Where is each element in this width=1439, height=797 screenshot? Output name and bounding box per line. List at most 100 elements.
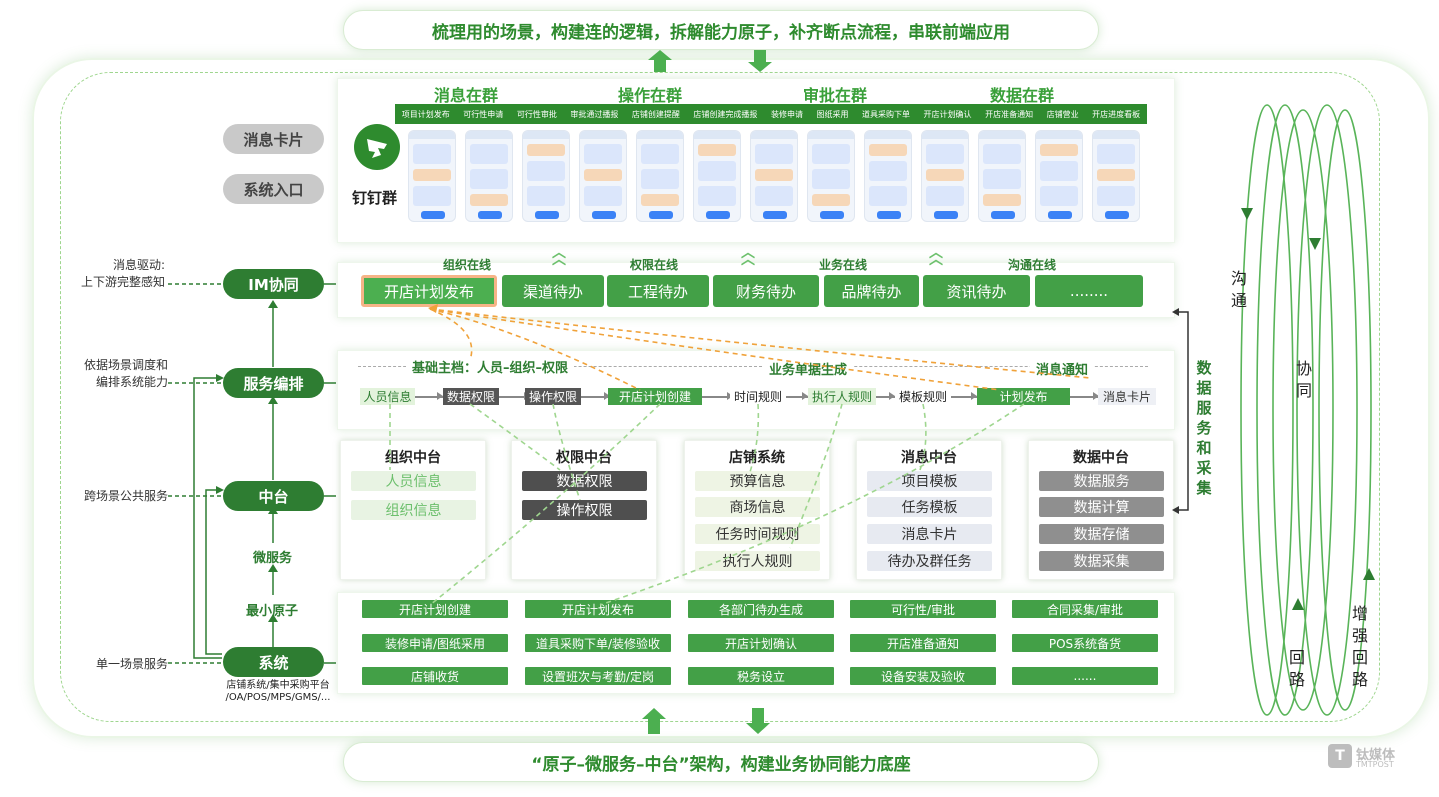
data-service-label: 数据服务和采集 (1196, 359, 1212, 497)
group-title-approve: 审批在群 (803, 86, 868, 105)
platform-title: 组织中台 (385, 450, 441, 466)
im-btn-brand[interactable]: 品牌待办 (824, 275, 919, 307)
im-label-biz: 业务在线 (819, 258, 868, 272)
platform-card-data: 数据中台 数据服务 数据计算 数据存储 数据采集 (1028, 440, 1174, 580)
microservice-label: 微服务 (253, 551, 293, 566)
atom-item: 设置班次与考勤/定岗 (525, 667, 671, 685)
dingtalk-name: 钉钉群 (352, 189, 398, 207)
atom-item: 税务设立 (688, 667, 834, 685)
flow-node-plan-publish: 计划发布 (977, 388, 1070, 405)
enhance-loop-label: 增强回路 (1351, 604, 1368, 689)
comm-label: 沟通 (1230, 269, 1247, 310)
atom-item: 店铺收货 (362, 667, 508, 685)
scene-item: 项目计划发布 (401, 109, 450, 119)
platform-item: 预算信息 (695, 471, 820, 491)
watermark-sub: TMTPOST (1356, 760, 1394, 769)
im-pill: IM协同 (223, 269, 324, 299)
platform-title: 店铺系统 (729, 450, 785, 466)
platform-item: 数据存储 (1039, 524, 1164, 544)
scene-item: 开店计划确认 (923, 109, 972, 119)
platform-card-msg: 消息中台 项目模板 任务模板 消息卡片 待办及群任务 (856, 440, 1002, 580)
atom-item: 装修申请/图纸采用 (362, 634, 508, 652)
inner-dashed-frame (60, 72, 1380, 722)
im-btn-engineering[interactable]: 工程待办 (607, 275, 709, 307)
up-arrow-icon (642, 708, 666, 734)
im-btn-more[interactable]: ........ (1035, 275, 1143, 307)
scene-item: 开店准备通知 (985, 109, 1034, 119)
dingtalk-scene-bar: 项目计划发布 可行性申请 可行性审批 审批通过播报 店铺创建提醒 店铺创建完成播… (395, 104, 1147, 124)
chevron-up-icon: ︿︿ (552, 245, 566, 268)
platform-card-perm: 权限中台 数据权限 操作权限 (511, 440, 657, 580)
scene-item: 店铺创建完成播报 (693, 109, 758, 119)
phone-screenshot (864, 130, 912, 222)
atom-item: ...... (1012, 667, 1158, 685)
flow-node-msg-card: 消息卡片 (1098, 388, 1156, 405)
phone-screenshot (522, 130, 570, 222)
im-btn-channel[interactable]: 渠道待办 (502, 275, 604, 307)
bottom-arrows (642, 708, 770, 734)
phone-screenshot (579, 130, 627, 222)
phone-screenshot (921, 130, 969, 222)
platform-card-store: 店铺系统 预算信息 商场信息 任务时间规则 执行人规则 (684, 440, 830, 580)
atom-item: 开店计划创建 (362, 600, 508, 618)
im-btn-info[interactable]: 资讯待办 (923, 275, 1030, 307)
data-service-bracket (1172, 308, 1189, 514)
flow-header-right: 消息通知 (1030, 359, 1095, 378)
loop-graphic (1240, 104, 1375, 716)
im-btn-plan-publish[interactable]: 开店计划发布 (361, 275, 497, 307)
chevron-up-icon: ︿︿ (741, 245, 755, 268)
phone-screenshot (978, 130, 1026, 222)
atom-item: 道具采购下单/装修验收 (525, 634, 671, 652)
im-label-org: 组织在线 (443, 258, 492, 272)
platform-title: 权限中台 (556, 450, 612, 466)
platform-item: 数据计算 (1039, 497, 1164, 517)
sys-entry-pill: 系统入口 (223, 174, 324, 204)
atom-item: 开店准备通知 (850, 634, 996, 652)
flow-node-template-rule: 模板规则 (895, 388, 951, 405)
platform-item: 项目模板 (867, 471, 992, 491)
atom-item: 开店计划发布 (525, 600, 671, 618)
collab-label: 协同 (1295, 359, 1312, 400)
group-title-op: 操作在群 (618, 86, 683, 105)
phone-screenshot (1092, 130, 1140, 222)
platform-item: 任务时间规则 (695, 524, 820, 544)
flow-node-plan-create: 开店计划创建 (608, 388, 702, 405)
platform-item: 消息卡片 (867, 524, 992, 544)
flow-header-main: 基础主档：人员–组织–权限 (406, 357, 575, 376)
up-arrow-icon (648, 50, 672, 72)
bottom-banner: “原子–微服务–中台”架构，构建业务协同能力底座 (343, 742, 1099, 782)
dingtalk-wing-icon (367, 139, 387, 158)
label-orch: 依据场景调度和 编排系统能力 (83, 358, 168, 389)
top-banner: 梳理用的场景，构建连的逻辑，拆解能力原子，补齐断点流程，串联前端应用 (343, 10, 1099, 50)
down-arrow-icon (746, 708, 770, 734)
phone-screenshot (750, 130, 798, 222)
flow-node-exec-rule: 执行人规则 (808, 388, 876, 405)
platform-item: 商场信息 (695, 497, 820, 517)
atom-label: 最小原子 (246, 604, 299, 619)
platform-title: 数据中台 (1073, 450, 1129, 466)
label-system: 单一场景服务 (95, 657, 168, 671)
loop-label: 回路 (1288, 648, 1305, 689)
im-btn-finance[interactable]: 财务待办 (713, 275, 819, 307)
scene-item: 图纸采用 (816, 109, 849, 119)
atom-item: 设备安装及验收 (850, 667, 996, 685)
top-arrows (648, 50, 772, 72)
platform-item: 组织信息 (351, 500, 476, 520)
down-arrow-icon (748, 50, 772, 72)
atom-item: 各部门待办生成 (688, 600, 834, 618)
scene-item: 审批通过播报 (570, 109, 619, 119)
left-connectors (168, 283, 336, 664)
phone-screenshot (693, 130, 741, 222)
watermark-name: 钛媒体 (1356, 748, 1396, 763)
platform-item: 数据服务 (1039, 471, 1164, 491)
flow-header-mid: 业务单据生成 (763, 359, 854, 378)
label-im: 消息驱动: 上下游完整感知 (80, 258, 165, 289)
im-label-comm: 沟通在线 (1008, 258, 1057, 272)
msg-card-pill: 消息卡片 (223, 124, 324, 154)
phone-screenshot (636, 130, 684, 222)
platform-item: 待办及群任务 (867, 551, 992, 571)
outer-frame (32, 58, 1430, 738)
orchestration-pill: 服务编排 (223, 368, 324, 398)
platform-card-org: 组织中台 人员信息 组织信息 (340, 440, 486, 580)
platform-title: 消息中台 (901, 450, 957, 466)
